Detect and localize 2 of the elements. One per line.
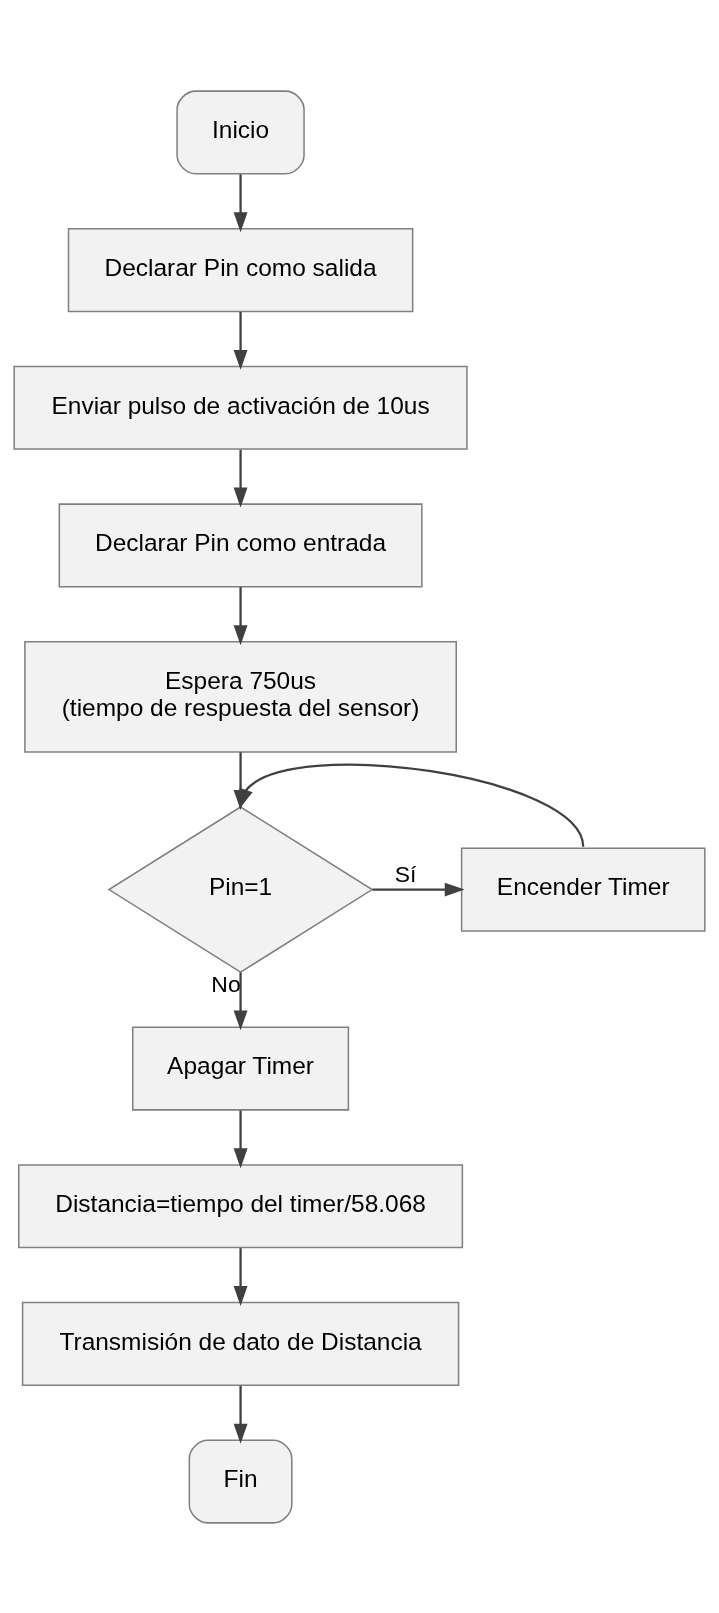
- edge-label: Sí: [394, 860, 417, 887]
- edge-label: No: [211, 970, 241, 997]
